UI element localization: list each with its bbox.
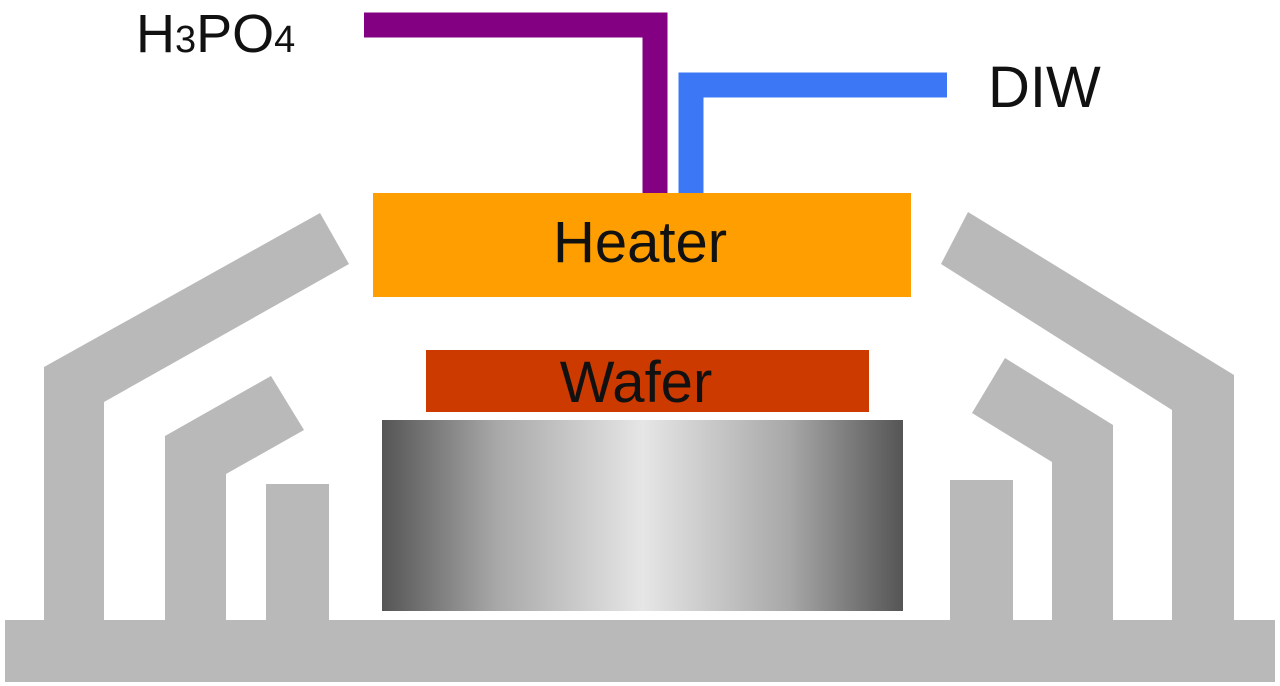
wafer-label: Wafer: [560, 350, 713, 415]
diw-label: DIW: [988, 55, 1101, 120]
h3po4-label: H3PO4: [136, 4, 295, 64]
heater-label: Heater: [553, 210, 727, 275]
heater: [373, 193, 911, 297]
right-post: [950, 480, 1013, 620]
left-post: [266, 484, 329, 620]
h3po4-supply-line: [364, 12, 668, 193]
h3po4-label-sub-4: 4: [274, 19, 295, 61]
chuck: [382, 420, 903, 611]
left-outer-wall: [44, 213, 349, 620]
h3po4-label-h: H: [136, 4, 175, 64]
right-outer-wall: [941, 212, 1234, 620]
diw-supply-line: [678, 72, 947, 193]
wafer: [426, 350, 869, 412]
left-inner-wall: [165, 376, 304, 620]
h3po4-label-sub-3: 3: [175, 19, 196, 61]
chamber-base: [5, 620, 1275, 682]
right-inner-wall: [972, 358, 1113, 620]
h3po4-label-po: PO: [196, 4, 274, 64]
